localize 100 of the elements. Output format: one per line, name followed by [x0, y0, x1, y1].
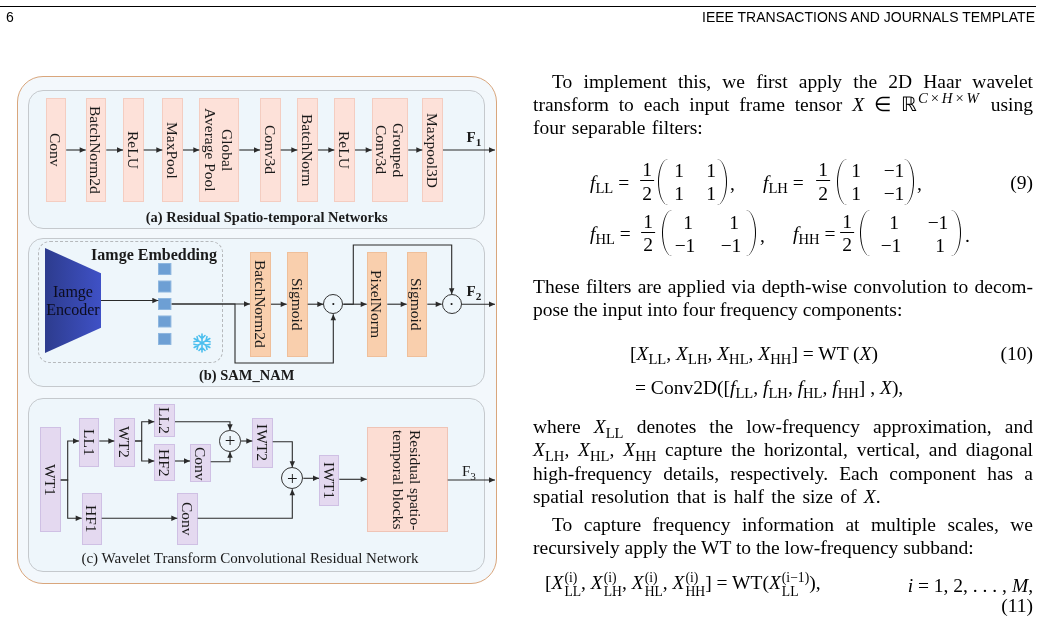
panel-caption: (a) Residual Spatio-temporal Networks: [145, 208, 388, 225]
arrow: [65, 147, 87, 153]
arrow: [174, 458, 191, 464]
layer-name: IWT2: [254, 424, 271, 462]
layer-block: [199, 98, 240, 202]
arrow: [197, 488, 295, 519]
matrix-entry: −1: [883, 160, 905, 180]
math-expression: i = 1, 2, . . . , M,: [907, 575, 1033, 595]
fraction-numerator: 1: [641, 211, 655, 233]
matrix-entry: 1: [706, 183, 716, 203]
arrow: [143, 147, 163, 153]
panel-caption: (b) SAM_NAM: [198, 366, 295, 384]
math-expression: f$_{HH}$ =: [793, 223, 836, 243]
rounded-frame: [17, 76, 497, 584]
layer-name: Conv: [191, 446, 209, 481]
matrix-entry: 1: [683, 212, 693, 231]
operator-symbol: ·: [330, 295, 337, 313]
layer-block: [81, 492, 102, 545]
math-expression: = Conv2D([f$_{LL}$, f$_{LH}$, f$_{HL}$, f$_{HH}$] , X),: [635, 377, 904, 397]
math-punctuation: .: [965, 225, 970, 244]
operator-symbol: +: [224, 431, 236, 451]
layer-name: Grouped Conv3d: [373, 121, 407, 180]
layer-name: LL1: [80, 428, 98, 456]
layer-block: [371, 98, 409, 202]
layer-block: [406, 251, 428, 357]
fraction-denominator: 2: [642, 183, 652, 203]
layer-name: Residual spatio-temporal blocks: [390, 428, 425, 532]
layer-name: Sigmoid: [288, 277, 306, 331]
arrow: [407, 147, 423, 153]
running-header: IEEE TRANSACTIONS AND JOURNALS TEMPLATE: [702, 9, 1035, 25]
arrow: [182, 147, 200, 153]
body-paragraph: These filters are applied via depth-wise convolution to decom-pose the input into four frequency components:: [533, 275, 1033, 322]
layer-block: [123, 98, 144, 202]
panel: [27, 238, 485, 387]
body-paragraph: where X$_{LL}$ denotes the low-frequency approximation, and X$_{LH}$, X$_{HL}$, X$_{HH}$ capture the horizontal, vertical, and diagonal high-frequency details, respectively. Each component has a spatial resolution that is half the size of X.: [533, 415, 1033, 509]
arrow: [307, 301, 324, 307]
layer-block: [260, 98, 281, 202]
arrow: [240, 438, 253, 444]
layer-name: BatchNorm2d: [252, 260, 269, 349]
edge-label: F$_{2}$: [466, 283, 482, 299]
fraction-denominator: 2: [818, 183, 828, 203]
layer-block: [297, 98, 318, 202]
layer-block: [162, 98, 183, 202]
layer-name: WT1: [41, 463, 59, 496]
layer-name: ReLU: [124, 131, 142, 169]
arrow: [105, 147, 124, 153]
math-punctuation: ,: [917, 173, 922, 193]
arrow: [442, 147, 496, 153]
arrow: [317, 147, 335, 153]
layer-block: [422, 98, 443, 202]
arrow: [171, 303, 336, 364]
layer-name: MaxPool: [164, 121, 182, 179]
arrow: [174, 421, 233, 431]
layer-block: [252, 417, 273, 469]
arrow: [354, 147, 373, 153]
arrow: [270, 301, 288, 307]
arrow: [100, 297, 159, 304]
arrow: [272, 441, 295, 468]
math-expression: f$_{LL}$ =: [590, 172, 630, 191]
panel: [27, 398, 485, 572]
arrow: [238, 147, 261, 153]
fraction-numerator: 1: [816, 160, 830, 181]
layer-name: BatchNorm2d: [87, 106, 105, 194]
layer-name: HF1: [83, 505, 101, 533]
math-expression: f$_{HL}$ =: [590, 223, 631, 243]
layer-block: [40, 427, 61, 532]
arrow: [338, 476, 368, 482]
math-punctuation: ,: [730, 173, 735, 193]
layer-name: ReLU: [336, 131, 354, 169]
embedding-heading: Iamge Embedding: [91, 246, 217, 264]
math-expression: [X$^{(i)}$$_{LL}$, X$^{(i)}$$_{LH}$, X$^{(i)}$$_{HL}$, X$^{(i)}$$_{HH}$] = WT(X$^{(i−1)}$$_{LL}$),: [545, 570, 821, 600]
arrow: [280, 147, 298, 153]
edge-label: F$_{1}$: [466, 128, 482, 145]
arrow: [386, 301, 408, 307]
layer-block: [334, 98, 355, 202]
layer-block: [250, 251, 271, 357]
layer-block: [366, 251, 388, 357]
panel: [27, 90, 485, 229]
arrow: [342, 244, 455, 305]
arrow: [426, 301, 443, 307]
layer-name: Global Average Pool: [202, 107, 237, 194]
arrow: [60, 479, 83, 521]
layer-name: LL2: [156, 407, 174, 434]
fraction-numerator: 1: [640, 160, 654, 181]
encoder-label: Iamge Encoder: [45, 282, 101, 319]
matrix-entry: 1: [674, 160, 684, 180]
layer-name: Conv3d: [261, 125, 279, 175]
layer-name: Conv: [179, 502, 196, 536]
layer-name: BatchNorm: [299, 113, 317, 187]
layer-name: PixelNorm: [368, 270, 386, 339]
layer-name: WT2: [116, 426, 134, 459]
math-expression: f$_{LH}$ =: [763, 172, 804, 191]
matrix-entry: −1: [720, 235, 742, 254]
panel-caption: (c) Wavelet Transform Convolutional Residual Network: [81, 549, 419, 567]
math-expression: [X$_{LL}$, X$_{LH}$, X$_{HL}$, X$_{HH}$] = WT (X): [630, 343, 879, 363]
edge-label: F$_{3}$: [462, 462, 476, 479]
layer-block: [286, 251, 308, 357]
matrix-entry: 1: [851, 183, 861, 203]
math-punctuation: ,: [760, 225, 765, 244]
matrix-entry: −1: [674, 235, 696, 254]
